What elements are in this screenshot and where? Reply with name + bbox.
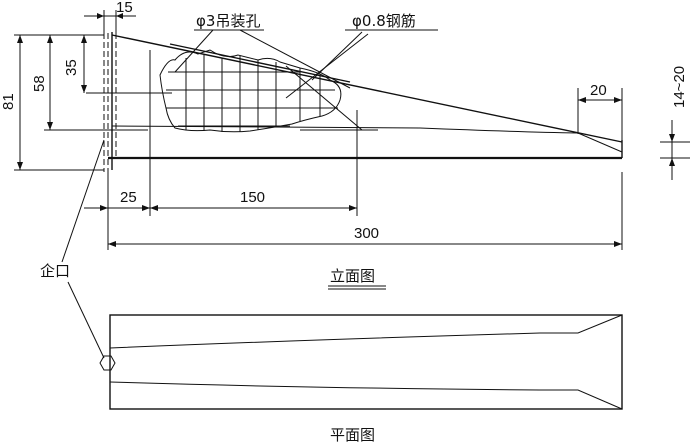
rebar-grid [166,43,363,132]
label-rebar: φ0.8钢筋 [352,12,416,30]
dimension-15: 15 [84,0,136,33]
plan-view: 平面图 [67,281,623,444]
dim-15-label: 15 [116,0,133,16]
dim-81-label: 81 [0,93,17,110]
dimension-58: 58 [31,35,53,130]
plan-lower-edge [109,381,623,410]
leader-rebar-1 [311,31,363,81]
plan-upper-edge [109,314,623,349]
dimension-300: 300 [107,172,623,250]
dim-150-label: 150 [240,189,265,206]
dim-35-label: 35 [63,59,80,76]
dimension-14-20: 14~20 [660,66,690,180]
leader-notch-plan [67,281,105,359]
dimension-20: 20 [577,82,623,142]
dim-14-20-label: 14~20 [671,66,688,108]
dim-300-label: 300 [354,225,379,242]
elevation-title: 立面图 [330,267,375,285]
broken-section-outline [159,49,342,133]
dim-58-label: 58 [31,75,48,92]
elevation-view: 15 81 58 35 [0,0,690,290]
leader-rebar-2 [285,33,369,99]
plan-title: 平面图 [330,426,375,444]
elevation-top-slope [111,34,623,143]
dimension-81: 81 [0,34,104,171]
label-notch: 企口 [40,262,70,280]
leader-hole-1 [174,29,214,73]
plan-outline [109,314,623,410]
leader-hole-2 [239,29,351,89]
dim-20-label: 20 [590,82,607,99]
label-lifting-hole: φ3吊装孔 [196,12,260,30]
dimension-25: 25 [84,189,150,211]
leader-notch [61,139,105,263]
dim-25-label: 25 [120,189,137,206]
dimension-35: 35 [63,35,87,93]
dimension-150: 150 [150,189,357,211]
elevation-lower-edge [111,125,623,153]
notch-hexagon [99,355,116,371]
